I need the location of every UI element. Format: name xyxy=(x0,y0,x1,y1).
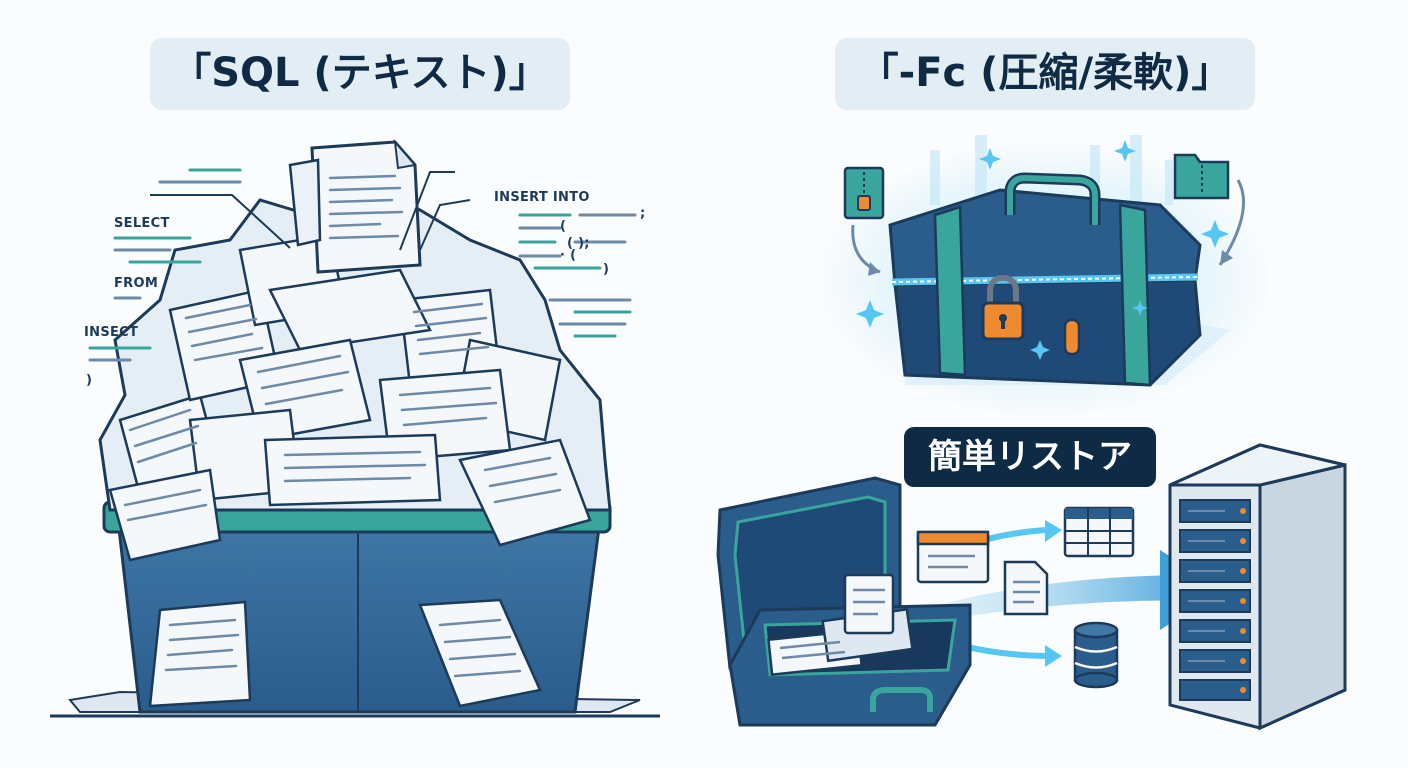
code-label-paren-close-right: ) xyxy=(603,262,610,277)
locked-suitcase-illustration xyxy=(815,135,1275,420)
code-label-paren-open-2: · ( xyxy=(560,248,577,263)
code-label-from: FROM xyxy=(114,276,159,291)
padlock-icon xyxy=(981,274,1025,341)
code-label-insect: INSECT xyxy=(84,325,139,340)
code-label-select: SELECT xyxy=(114,216,170,231)
table-icon xyxy=(1063,506,1135,558)
code-label-insert-into: INSERT INTO xyxy=(494,190,590,205)
easy-restore-label: 簡単リストア xyxy=(904,427,1156,487)
open-suitcase-illustration xyxy=(716,443,1347,731)
folder-zip-icon xyxy=(1173,153,1230,200)
zip-file-icon xyxy=(843,166,885,220)
code-label-paren-semicolon: ( ); xyxy=(567,236,590,251)
title-sql-text: 「SQL (テキスト)」 xyxy=(150,38,570,110)
paper-bin-illustration xyxy=(50,138,660,718)
server-rack-icon xyxy=(1168,443,1347,731)
database-icon xyxy=(1073,621,1119,689)
document-icon xyxy=(1003,560,1049,616)
code-label-paren-open: ( xyxy=(560,219,567,234)
title-fc-compressed: 「-Fc (圧縮/柔軟)」 xyxy=(835,38,1255,110)
code-label-semicolon: ; xyxy=(640,206,646,221)
window-icon xyxy=(916,530,990,584)
sparkle-icon xyxy=(856,140,1229,360)
code-label-paren-close-left: ) xyxy=(86,373,93,388)
